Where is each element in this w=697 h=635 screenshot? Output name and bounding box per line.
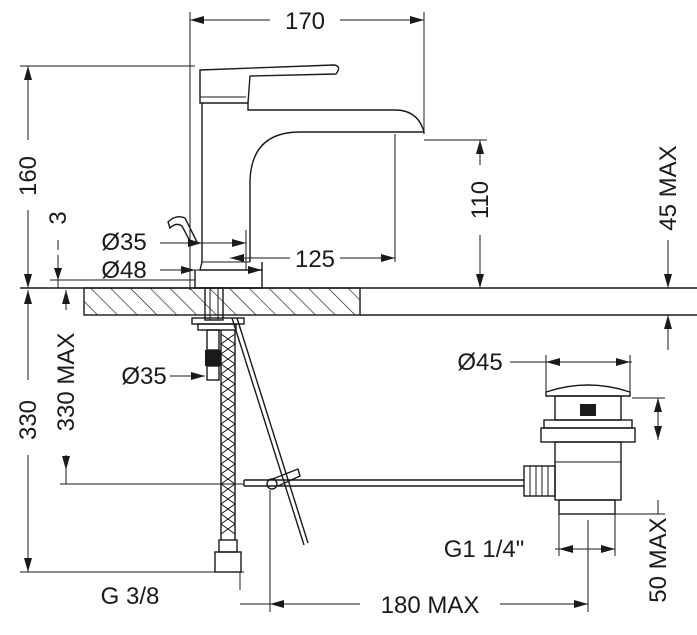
dim-waste-length-max: 50 MAX (645, 517, 672, 602)
linkage-rod (243, 468, 524, 490)
braided-hose (220, 330, 236, 540)
dim-below-deck-max: 330 MAX (53, 333, 80, 432)
countertop (20, 287, 697, 316)
dim-base-diameter-48: Ø48 (101, 257, 146, 284)
deck-hatched-section (83, 287, 361, 316)
dim-overall-width: 170 (285, 8, 325, 35)
dim-base-diameter-35: Ø35 (101, 229, 146, 256)
hose-connector (214, 551, 242, 573)
dim-waste-flange-diameter: Ø45 (457, 349, 502, 376)
shank-assembly (191, 287, 309, 573)
dim-hose-connection: G 3/8 (101, 583, 160, 610)
dim-deck-thickness-max: 45 MAX (655, 145, 682, 230)
spout (247, 103, 425, 262)
lever-handle (199, 64, 340, 104)
pull-rod (231, 317, 305, 546)
dimension-lines (20, 12, 672, 612)
pop-up-waste (523, 384, 636, 515)
faucet-body (167, 64, 425, 289)
dim-spout-reach: 125 (295, 246, 335, 273)
waste-cap (545, 384, 631, 397)
dim-spout-height: 110 (467, 181, 494, 219)
dim-deck-gap: 3 (45, 211, 72, 224)
dim-body-height: 160 (15, 156, 42, 196)
shank-nut (205, 350, 221, 366)
waste-tail (558, 499, 616, 515)
dim-below-deck-length: 330 (15, 400, 42, 440)
dimension-labels: 170 160 3 Ø35 Ø48 125 110 45 MAX 330 330… (15, 8, 682, 619)
dim-shank-diameter: Ø35 (121, 363, 166, 390)
dim-waste-thread: G1 1/4" (444, 536, 525, 563)
dim-pull-rod-length: 180 MAX (381, 592, 480, 619)
